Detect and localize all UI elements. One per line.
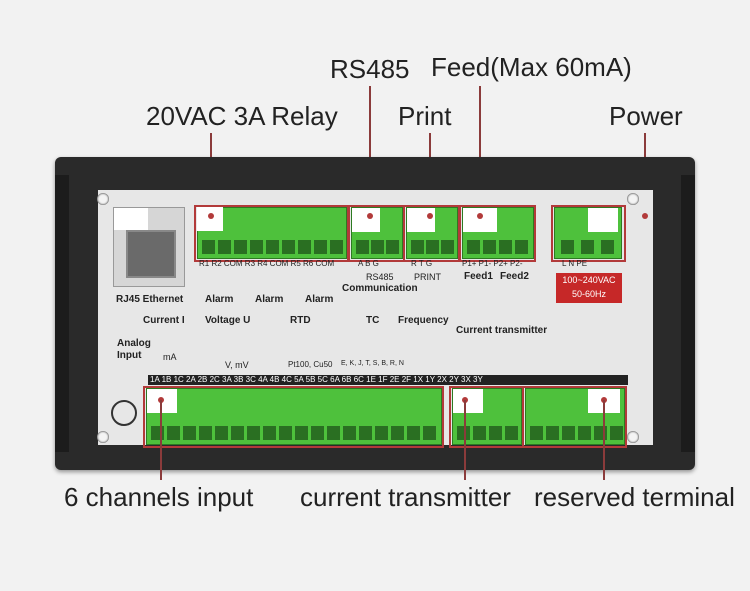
leader-transmitter	[464, 400, 466, 480]
callout-reserved: reserved terminal	[534, 482, 735, 512]
device-edge-right	[681, 175, 695, 452]
leader-channels	[160, 400, 162, 480]
analog-input-label: Analog Input	[117, 338, 151, 361]
voltage-label: Voltage U	[205, 315, 251, 326]
rs485-dot	[367, 213, 373, 219]
print-label: PRINT	[414, 272, 441, 282]
rj45-tab	[114, 208, 148, 230]
rs485-terms: A B G	[358, 259, 379, 268]
transmitter-highlight	[449, 386, 524, 448]
power-spec-voltage: 100~240VAC	[562, 275, 616, 285]
leader-reserved	[603, 400, 605, 480]
callout-transmitter: current transmitter	[300, 482, 511, 512]
feed-dot	[477, 213, 483, 219]
rj45-socket	[126, 230, 176, 278]
rj45-port[interactable]	[113, 207, 185, 287]
leader-feed	[479, 86, 481, 215]
screw-top-right	[627, 193, 639, 205]
current-transmitter-label: Current transmitter	[456, 325, 548, 336]
callout-channels: 6 channels input	[64, 482, 254, 512]
input-highlight	[143, 386, 444, 448]
rtd-label: RTD	[290, 315, 311, 326]
tc-types-label: E, K, J, T, S, B, R, N	[341, 360, 404, 367]
rs485-marker	[352, 208, 380, 232]
rj45-label: RJ45 Ethernet	[116, 294, 184, 305]
print-terms: R T G	[411, 259, 433, 268]
screw-top-left	[97, 193, 109, 205]
relay-highlight	[194, 205, 349, 262]
relay-dot	[208, 213, 214, 219]
transmitter-marker	[453, 389, 483, 413]
alarm-3: Alarm	[305, 294, 334, 305]
feed2-label: Feed2	[500, 271, 529, 282]
frequency-label: Frequency	[398, 315, 449, 326]
pt100-label: Pt100, Cu50	[288, 360, 333, 369]
alarm-2: Alarm	[255, 294, 284, 305]
feed1-label: Feed1	[464, 271, 493, 282]
callout-feed: Feed(Max 60mA)	[431, 52, 632, 82]
reserved-highlight	[522, 386, 627, 448]
current-label: Current I	[143, 315, 185, 326]
callout-power: Power	[609, 101, 683, 131]
panel-hole	[111, 400, 137, 426]
power-spec-badge: 100~240VAC 50-60Hz	[556, 273, 622, 303]
power-dot	[642, 213, 648, 219]
leader-rs485	[369, 86, 371, 215]
power-spec-frequency: 50-60Hz	[571, 289, 607, 299]
feed-highlight	[459, 205, 536, 262]
feed-terms: P1+ P1- P2+ P2-	[462, 259, 523, 268]
callout-print: Print	[398, 101, 452, 131]
communication-label: Communication	[342, 283, 418, 294]
input-terminal-block[interactable]	[146, 388, 442, 445]
alarm-1: Alarm	[205, 294, 234, 305]
device-edge-left	[55, 175, 69, 452]
bottom-terms: 1A 1B 1C 2A 2B 2C 3A 3B 3C 4A 4B 4C 5A 5…	[150, 375, 483, 384]
relay-marker	[197, 207, 223, 231]
tc-label: TC	[366, 315, 380, 326]
power-terms: L N PE	[562, 259, 588, 268]
bottom-terminal-label-bar: 1A 1B 1C 2A 2B 2C 3A 3B 3C 4A 4B 4C 5A 5…	[148, 375, 628, 385]
rs485-highlight	[348, 205, 405, 262]
screw-bottom-right	[627, 431, 639, 443]
v-mv-label: V, mV	[225, 360, 249, 370]
relay-terms: R1 R2 COM R3 R4 COM R5 R6 COM	[199, 259, 335, 268]
screw-bottom-left	[97, 431, 109, 443]
power-highlight	[551, 205, 626, 262]
reserved-terminal-block[interactable]	[525, 388, 625, 445]
print-dot	[427, 213, 433, 219]
print-marker	[407, 208, 435, 232]
power-marker	[588, 208, 618, 232]
ma-label: mA	[163, 352, 177, 362]
callout-relay: 20VAC 3A Relay	[146, 101, 338, 131]
rs485-label: RS485	[366, 272, 394, 282]
feed-marker	[463, 208, 497, 232]
callout-rs485: RS485	[330, 54, 410, 84]
